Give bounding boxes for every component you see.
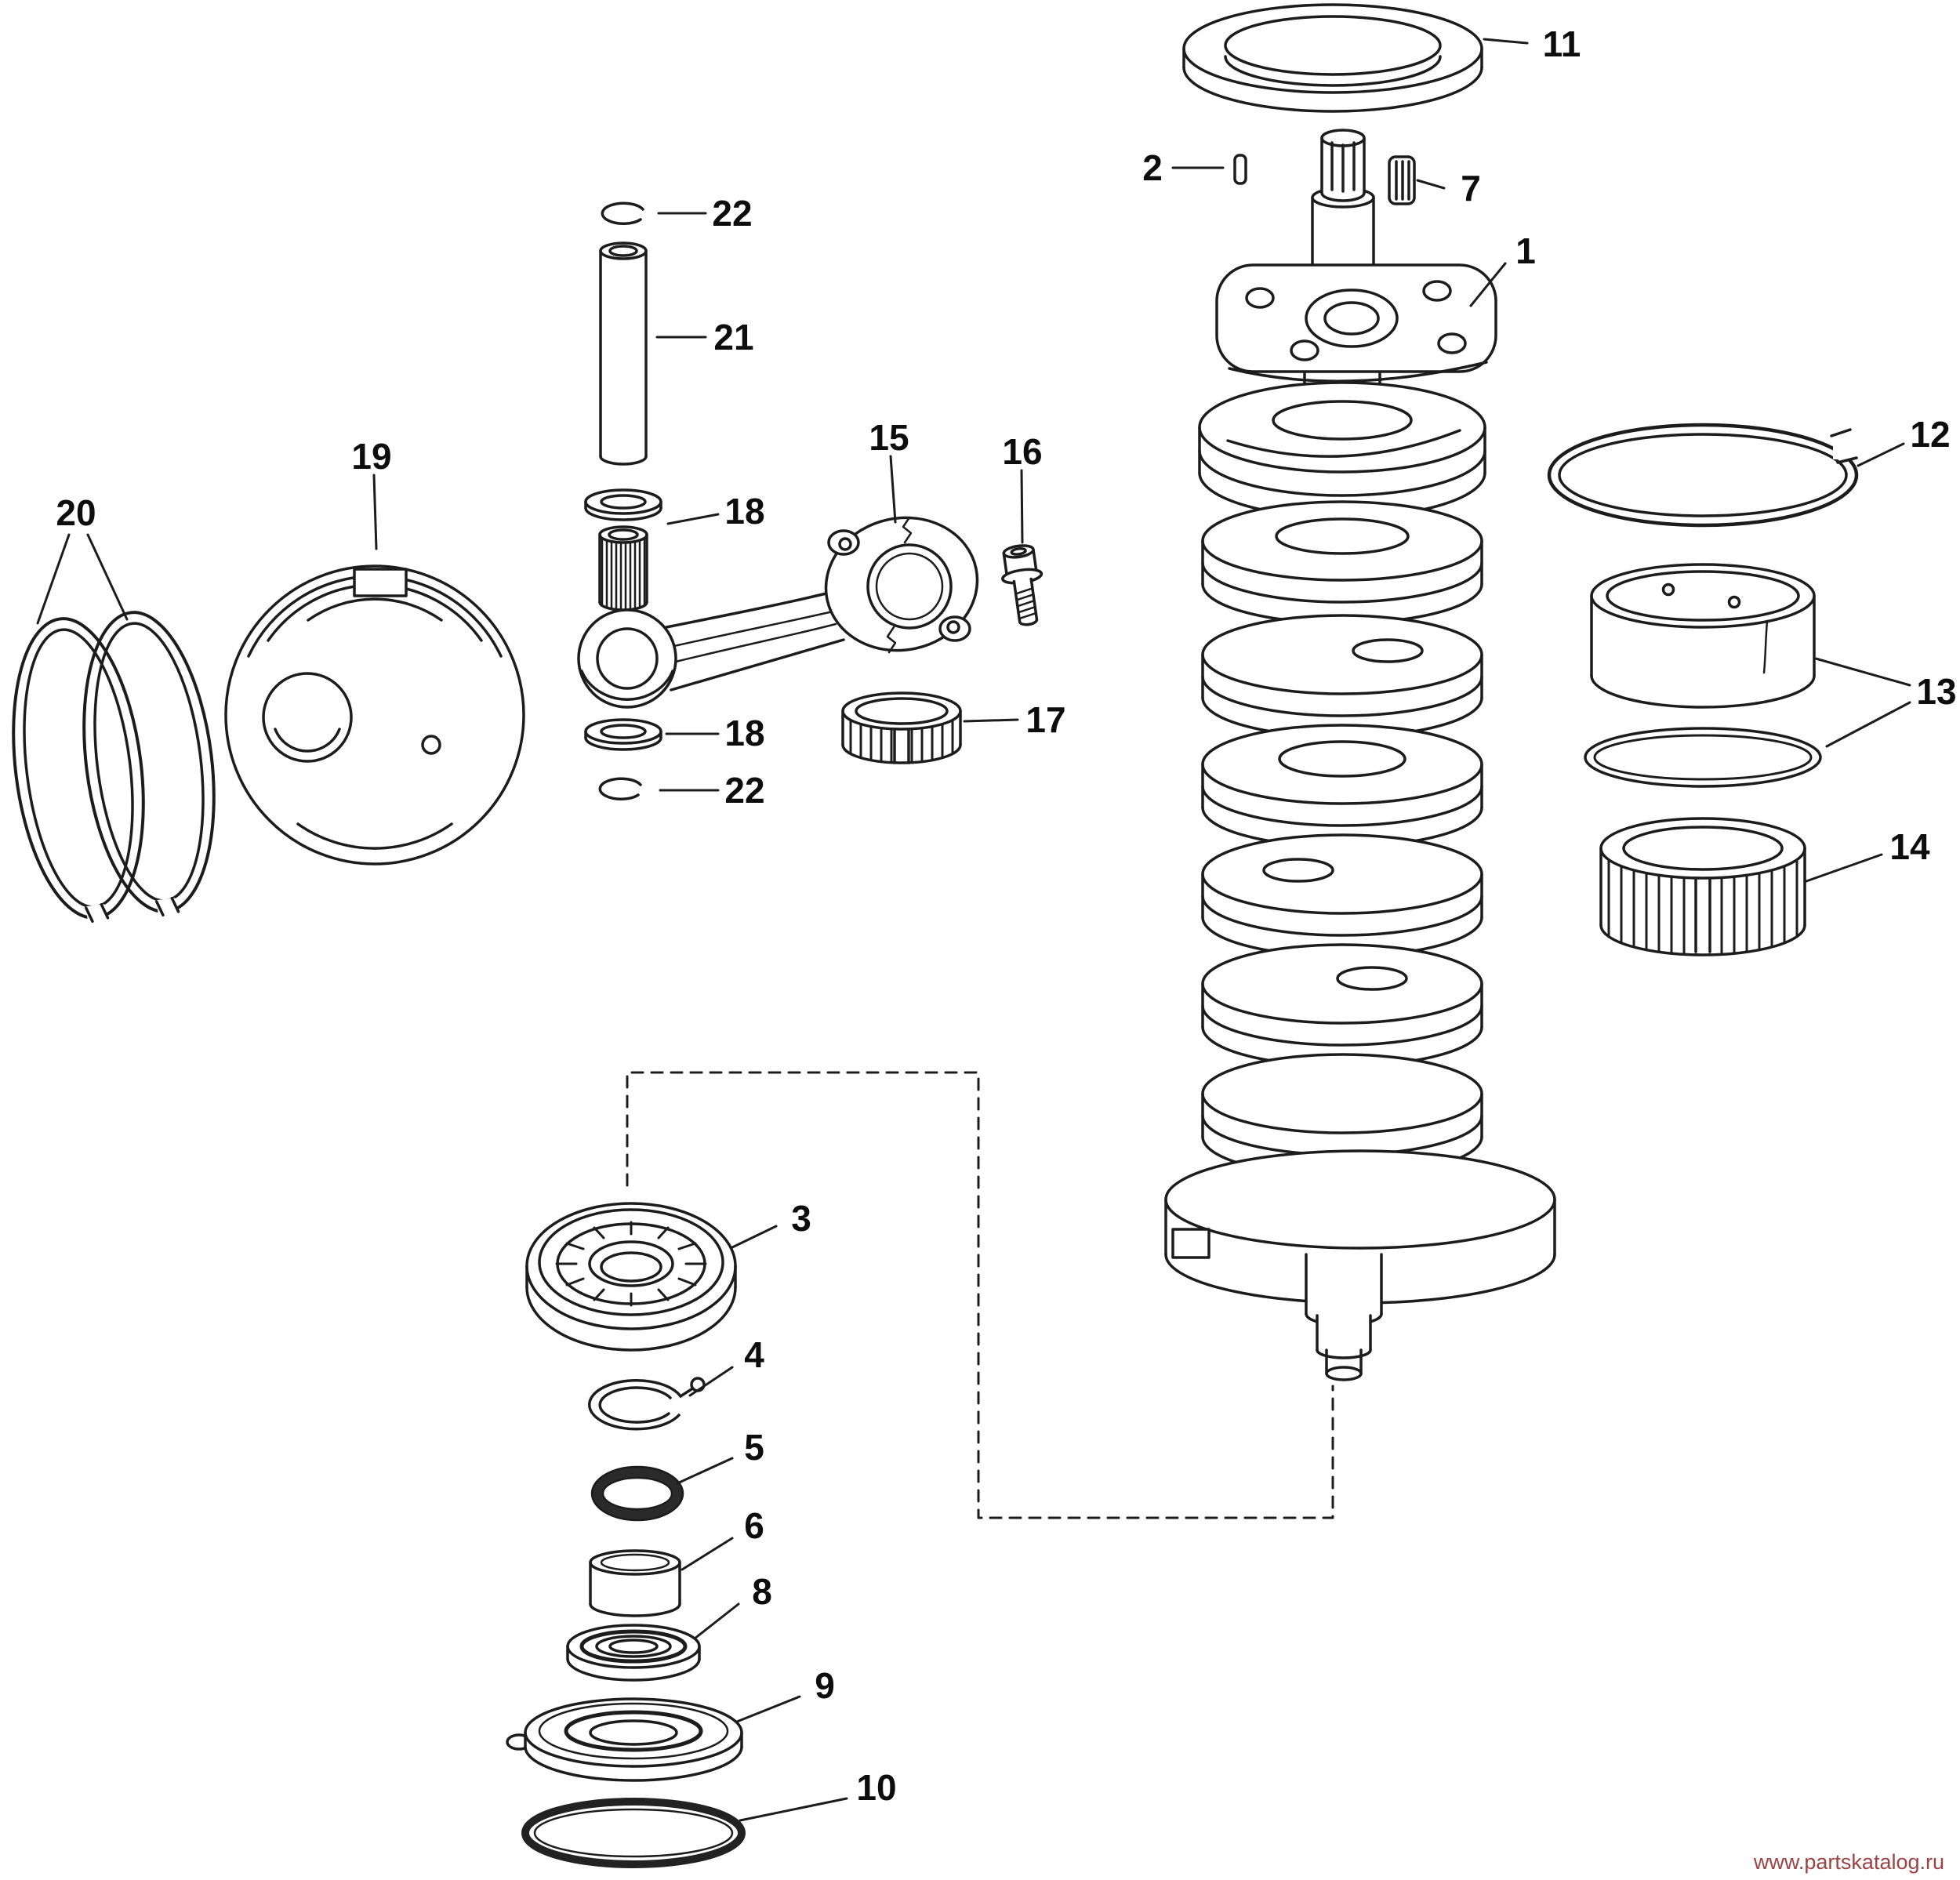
part-16-rod-bolt <box>1001 544 1044 626</box>
callout-4: 4 <box>744 1334 764 1375</box>
part-17-roller-cage <box>841 691 962 771</box>
watermark-text: www.partskatalog.ru <box>1753 1850 1944 1874</box>
callout-21: 21 <box>713 317 753 357</box>
part-11-thrust-ring <box>1182 3 1483 113</box>
callout-22-top: 22 <box>712 193 752 234</box>
part-2-pin <box>1233 154 1247 185</box>
callout-9: 9 <box>815 1665 835 1706</box>
callout-8: 8 <box>752 1571 772 1612</box>
part-14-roller-bearing <box>1599 817 1806 956</box>
callout-2: 2 <box>1142 147 1163 188</box>
part-13-o-ring <box>1584 727 1822 788</box>
callout-5: 5 <box>744 1427 764 1468</box>
callout-15: 15 <box>869 417 909 458</box>
part-5-o-ring <box>590 1465 684 1522</box>
part-3-main-bearing <box>525 1202 737 1352</box>
part-13-bearing-sleeve <box>1590 563 1816 709</box>
part-9-seal-housing <box>506 1697 743 1782</box>
part-6-spacer-sleeve <box>589 1549 681 1617</box>
part-18-washer-bottom <box>584 718 662 751</box>
callout-1: 1 <box>1515 230 1536 271</box>
callout-11: 11 <box>1543 24 1581 64</box>
part-15-connecting-rod <box>577 516 979 709</box>
callout-22-bottom: 22 <box>724 770 764 811</box>
callout-10: 10 <box>856 1767 896 1808</box>
part-22-retainer-clip-top <box>601 201 644 226</box>
part-10-o-ring-large <box>521 1798 746 1868</box>
part-7-dowel-pin <box>1388 155 1416 205</box>
callout-17: 17 <box>1025 699 1065 740</box>
callout-12: 12 <box>1910 414 1950 455</box>
callout-14: 14 <box>1889 826 1930 867</box>
callout-16: 16 <box>1002 431 1042 472</box>
part-20-piston-rings <box>12 611 216 925</box>
part-8-oil-seal <box>566 1624 701 1682</box>
leader-lines <box>36 38 1911 1822</box>
callout-7: 7 <box>1461 168 1481 209</box>
part-4-snap-ring <box>588 1377 706 1431</box>
assembly-dashed-connector <box>626 1071 1334 1519</box>
part-22-retainer-clip-bottom <box>598 777 642 801</box>
part-12-retaining-ring <box>1547 423 1860 528</box>
callout-3: 3 <box>791 1198 811 1239</box>
part-1-crankshaft <box>1164 129 1556 1381</box>
callout-20: 20 <box>56 492 96 533</box>
callout-18-top: 18 <box>724 491 764 532</box>
part-18-washer-top <box>584 488 662 521</box>
callout-6: 6 <box>744 1505 764 1546</box>
callout-19: 19 <box>351 436 391 477</box>
part-21-wrist-pin <box>599 241 648 466</box>
part-19-piston <box>224 564 525 866</box>
part-18-needle-bearing <box>598 525 648 612</box>
callout-13: 13 <box>1916 671 1956 712</box>
callout-18-bottom: 18 <box>724 713 764 753</box>
